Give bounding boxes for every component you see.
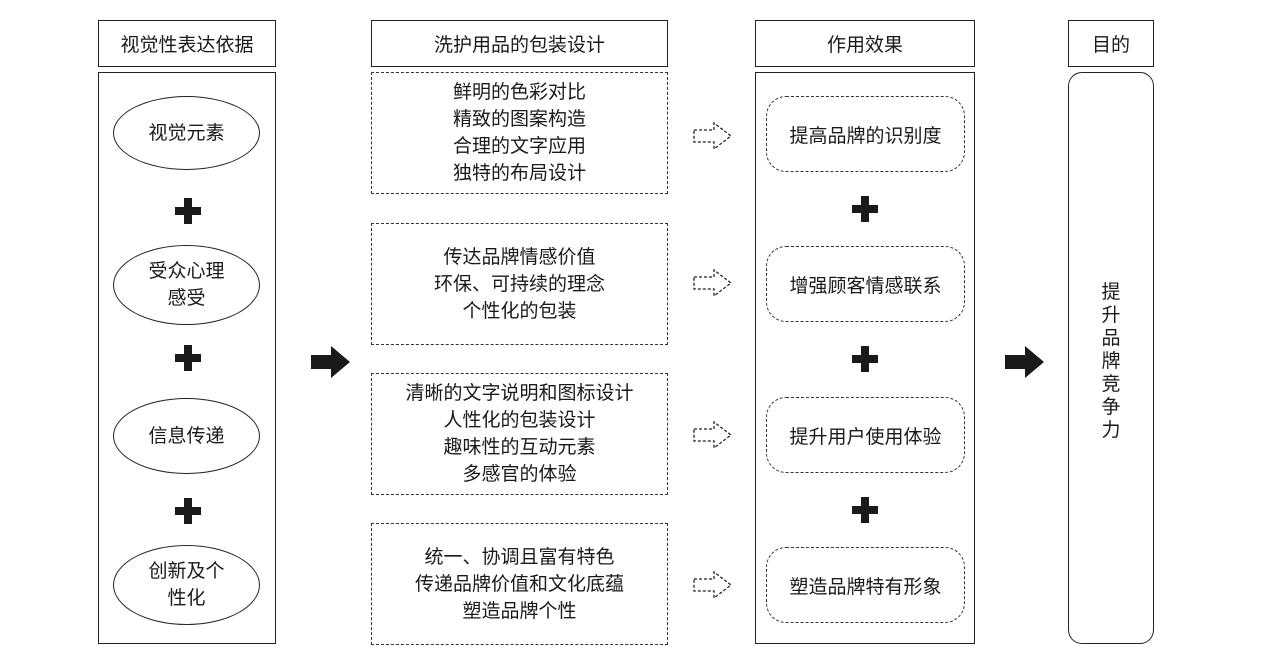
- purpose-char: 提: [1101, 281, 1121, 303]
- design-box-emotion: 传达品牌情感价值 环保、可持续的理念 个性化的包装: [371, 223, 668, 345]
- purpose-char: 争: [1101, 396, 1121, 418]
- plus-icon: [175, 198, 201, 224]
- effect-item-user-experience: 提升用户使用体验: [766, 397, 965, 473]
- effect-item-recognition: 提高品牌的识别度: [766, 96, 965, 172]
- plus-icon: [175, 345, 201, 371]
- design-box-visual: 鲜明的色彩对比 精致的图案构造 合理的文字应用 独特的布局设计: [371, 72, 668, 194]
- basis-item-visual-elements: 视觉元素: [113, 96, 260, 170]
- header-purpose: 目的: [1068, 20, 1154, 67]
- design-box-brand: 统一、协调且富有特色 传递品牌价值和文化底蕴 塑造品牌个性: [371, 523, 668, 645]
- purpose-char: 升: [1101, 304, 1121, 326]
- purpose-char: 力: [1101, 419, 1121, 441]
- plus-icon: [852, 346, 878, 372]
- header-basis: 视觉性表达依据: [98, 20, 276, 67]
- solid-arrow-right-icon: [1005, 346, 1044, 378]
- hollow-dashed-arrow-right-icon: [693, 420, 733, 450]
- purpose-panel: [1068, 72, 1154, 644]
- header-effect: 作用效果: [755, 20, 975, 67]
- basis-item-audience-feeling: 受众心理 感受: [113, 245, 260, 325]
- purpose-text: 提升品牌竞争力: [1068, 281, 1154, 442]
- plus-icon: [175, 498, 201, 524]
- basis-item-information: 信息传递: [113, 398, 260, 474]
- hollow-dashed-arrow-right-icon: [693, 570, 733, 600]
- plus-icon: [852, 497, 878, 523]
- purpose-char: 品: [1101, 327, 1121, 349]
- hollow-dashed-arrow-right-icon: [693, 268, 733, 298]
- effect-item-brand-image: 塑造品牌特有形象: [766, 547, 965, 623]
- basis-item-innovation: 创新及个 性化: [113, 545, 260, 625]
- hollow-dashed-arrow-right-icon: [693, 121, 733, 151]
- plus-icon: [852, 196, 878, 222]
- design-box-information: 清晰的文字说明和图标设计 人性化的包装设计 趣味性的互动元素 多感官的体验: [371, 373, 668, 495]
- solid-arrow-right-icon: [311, 346, 350, 378]
- effect-item-emotional-bond: 增强顾客情感联系: [766, 246, 965, 322]
- purpose-char: 牌: [1101, 350, 1121, 372]
- header-design: 洗护用品的包装设计: [371, 20, 668, 67]
- purpose-char: 竞: [1101, 373, 1121, 395]
